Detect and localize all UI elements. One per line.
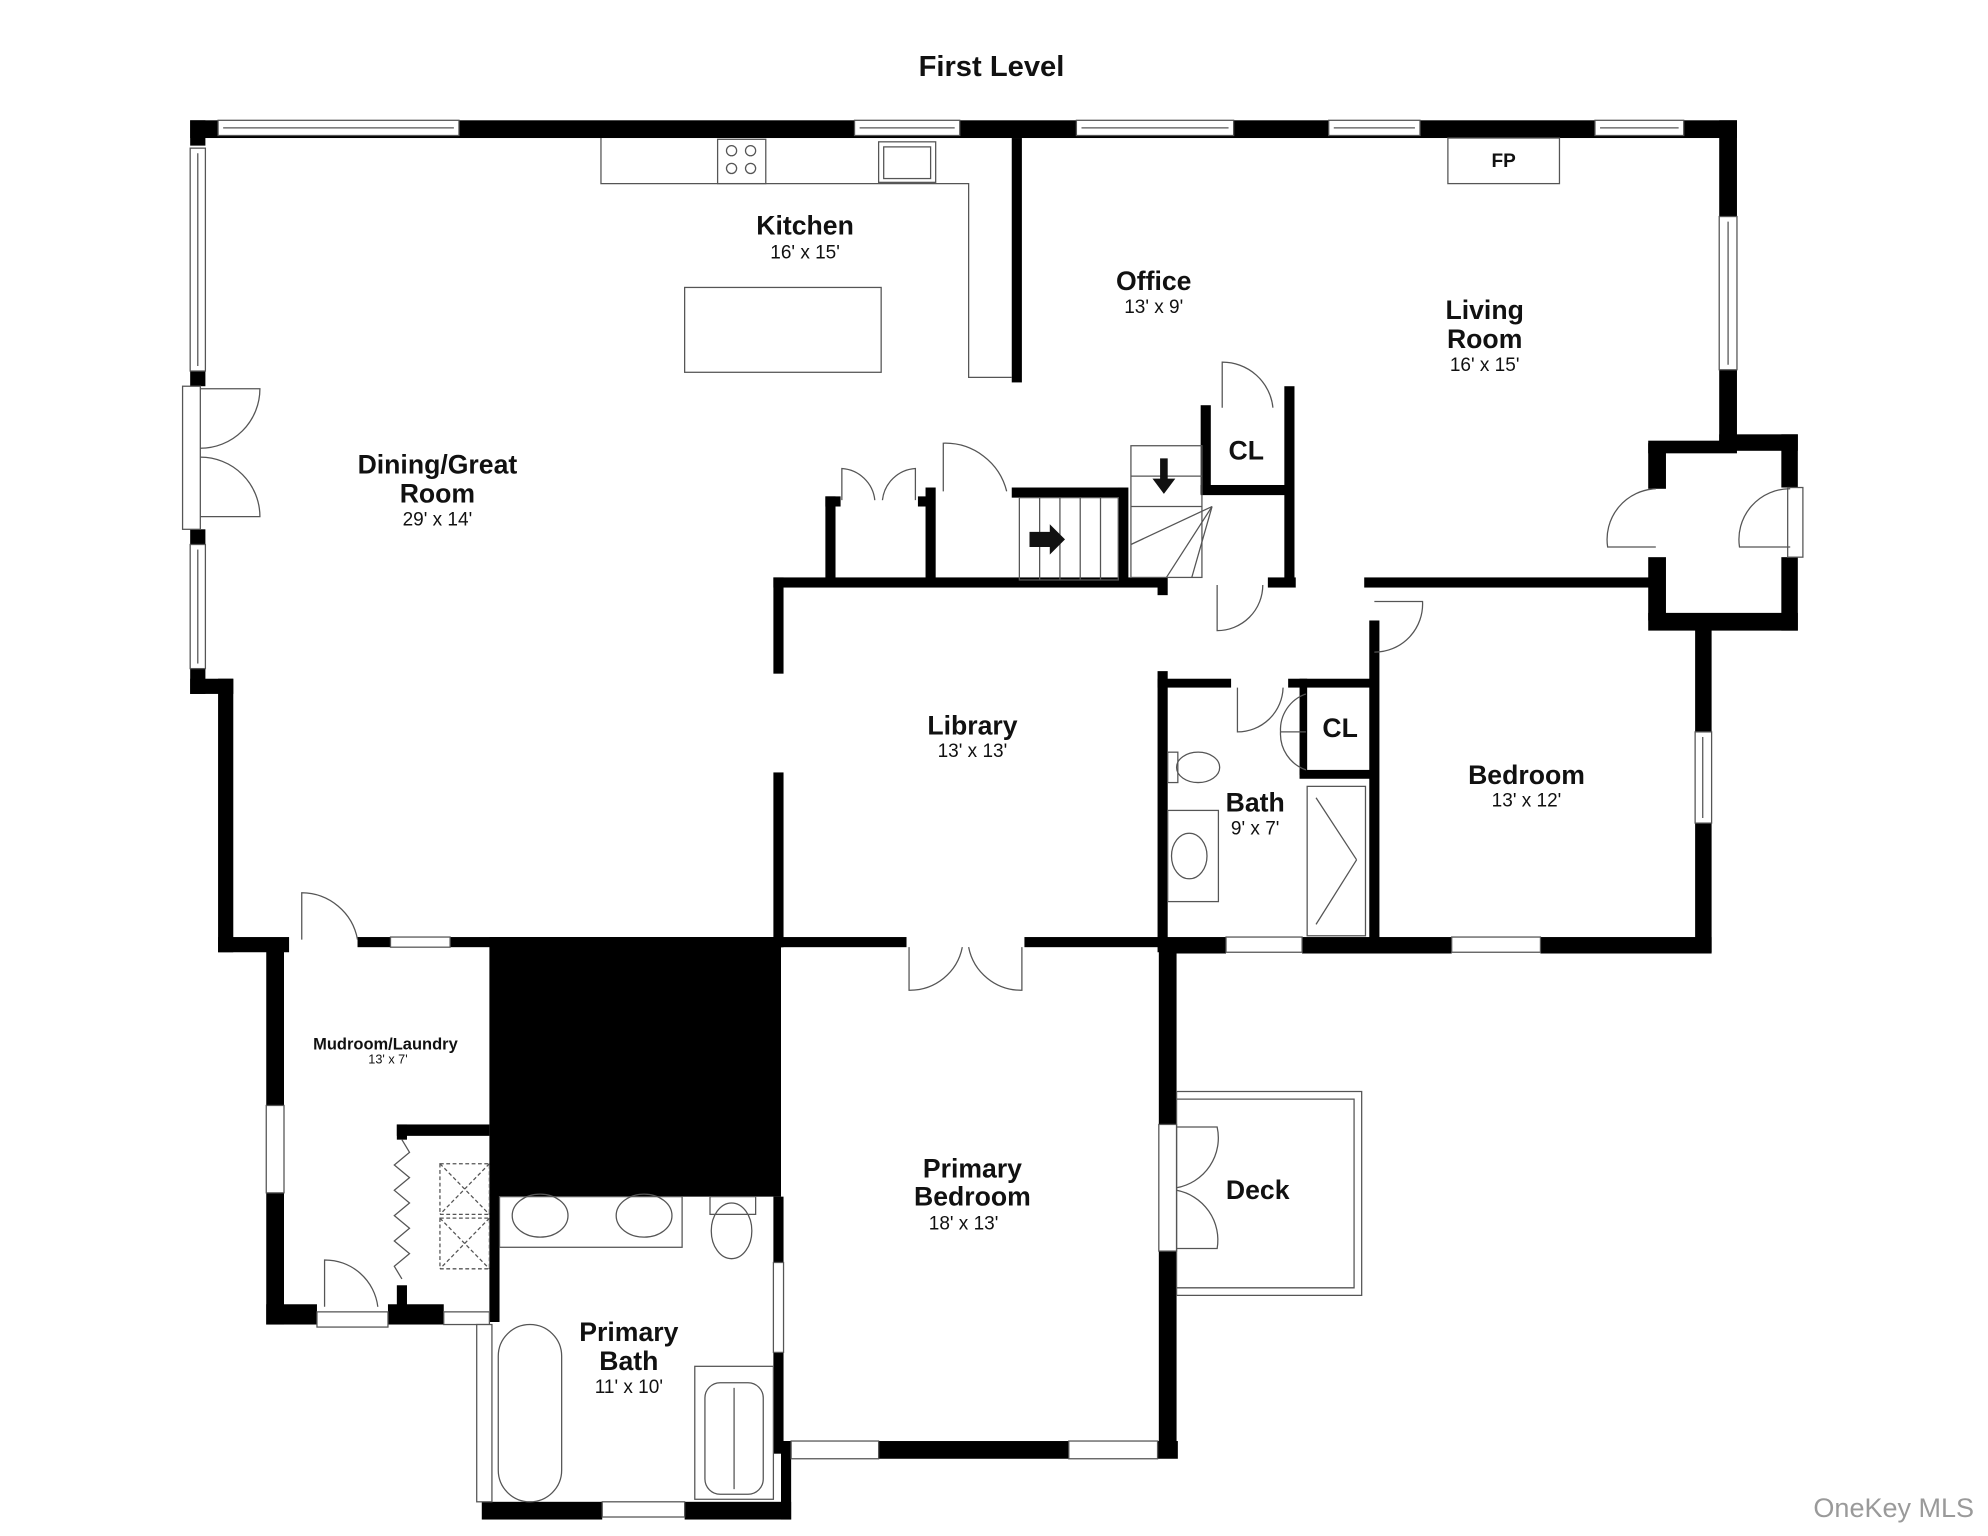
room-name: Kitchen — [756, 210, 854, 240]
room-dimensions: 13' x 13' — [938, 741, 1008, 762]
kitchen-island — [684, 286, 882, 373]
interior-walls — [773, 138, 1654, 953]
room-library: Library 13' x 13' — [927, 710, 1017, 762]
room-dimensions: 18' x 13' — [929, 1214, 999, 1235]
room-dimensions: 16' x 15' — [1450, 355, 1520, 376]
doors — [181, 361, 1791, 1307]
room-name: Office — [1116, 266, 1191, 296]
closet-lower-label: CL — [1322, 713, 1357, 743]
watermark: OneKey MLS — [1813, 1493, 1974, 1523]
room-primary-bedroom: Primary Bedroom 18' x 13' — [914, 1154, 1031, 1235]
room-primary-bath: Primary Bath 11' x 10' — [579, 1317, 678, 1398]
room-labels: Kitchen 16' x 15' Office 13' x 9' Living… — [313, 151, 1585, 1398]
fireplace-label: FP — [1492, 151, 1517, 172]
room-name-line1: Living — [1445, 295, 1523, 325]
room-name: Library — [927, 710, 1017, 740]
room-name-line1: Dining/Great — [358, 450, 518, 480]
room-dining: Dining/Great Room 29' x 14' — [358, 450, 518, 531]
room-name: Bedroom — [1468, 760, 1585, 790]
room-dimensions: 13' x 9' — [1124, 297, 1183, 318]
room-mudroom: Mudroom/Laundry 13' x 7' — [313, 1036, 458, 1067]
room-name-line1: Primary — [923, 1154, 1022, 1184]
exterior-walls — [190, 120, 1798, 1520]
room-name: Deck — [1226, 1175, 1290, 1205]
room-bedroom: Bedroom 13' x 12' — [1468, 760, 1585, 812]
cooktop-icon — [716, 138, 767, 185]
room-name-line2: Room — [1447, 324, 1522, 354]
room-dimensions: 13' x 12' — [1492, 791, 1562, 812]
room-name-line2: Room — [400, 479, 475, 509]
closet-upper-label: CL — [1229, 436, 1264, 466]
plan-title: First Level — [919, 51, 1065, 83]
fireplace-icon — [1447, 137, 1561, 185]
room-dimensions: 16' x 15' — [770, 242, 840, 263]
room-name: Bath — [1226, 788, 1285, 818]
stair-arrow-down-icon — [1152, 458, 1176, 494]
windows — [189, 119, 1804, 1518]
room-name-line2: Bedroom — [914, 1182, 1031, 1212]
room-name-line1: Primary — [579, 1317, 678, 1347]
room-kitchen: Kitchen 16' x 15' — [756, 210, 854, 263]
room-dimensions: 29' x 14' — [403, 510, 473, 531]
room-dimensions: 9' x 7' — [1231, 818, 1279, 839]
room-name-line2: Bath — [599, 1346, 658, 1376]
room-deck: Deck — [1226, 1175, 1290, 1205]
room-name: Mudroom/Laundry — [313, 1036, 458, 1054]
room-living: Living Room 16' x 15' — [1445, 295, 1523, 376]
room-bath: Bath 9' x 7' — [1226, 788, 1285, 840]
room-dimensions: 11' x 10' — [595, 1377, 663, 1398]
room-office: Office 13' x 9' — [1116, 266, 1191, 318]
room-dimensions: 13' x 7' — [368, 1053, 407, 1067]
fixtures — [439, 137, 1561, 1503]
sink-icon — [877, 141, 937, 183]
